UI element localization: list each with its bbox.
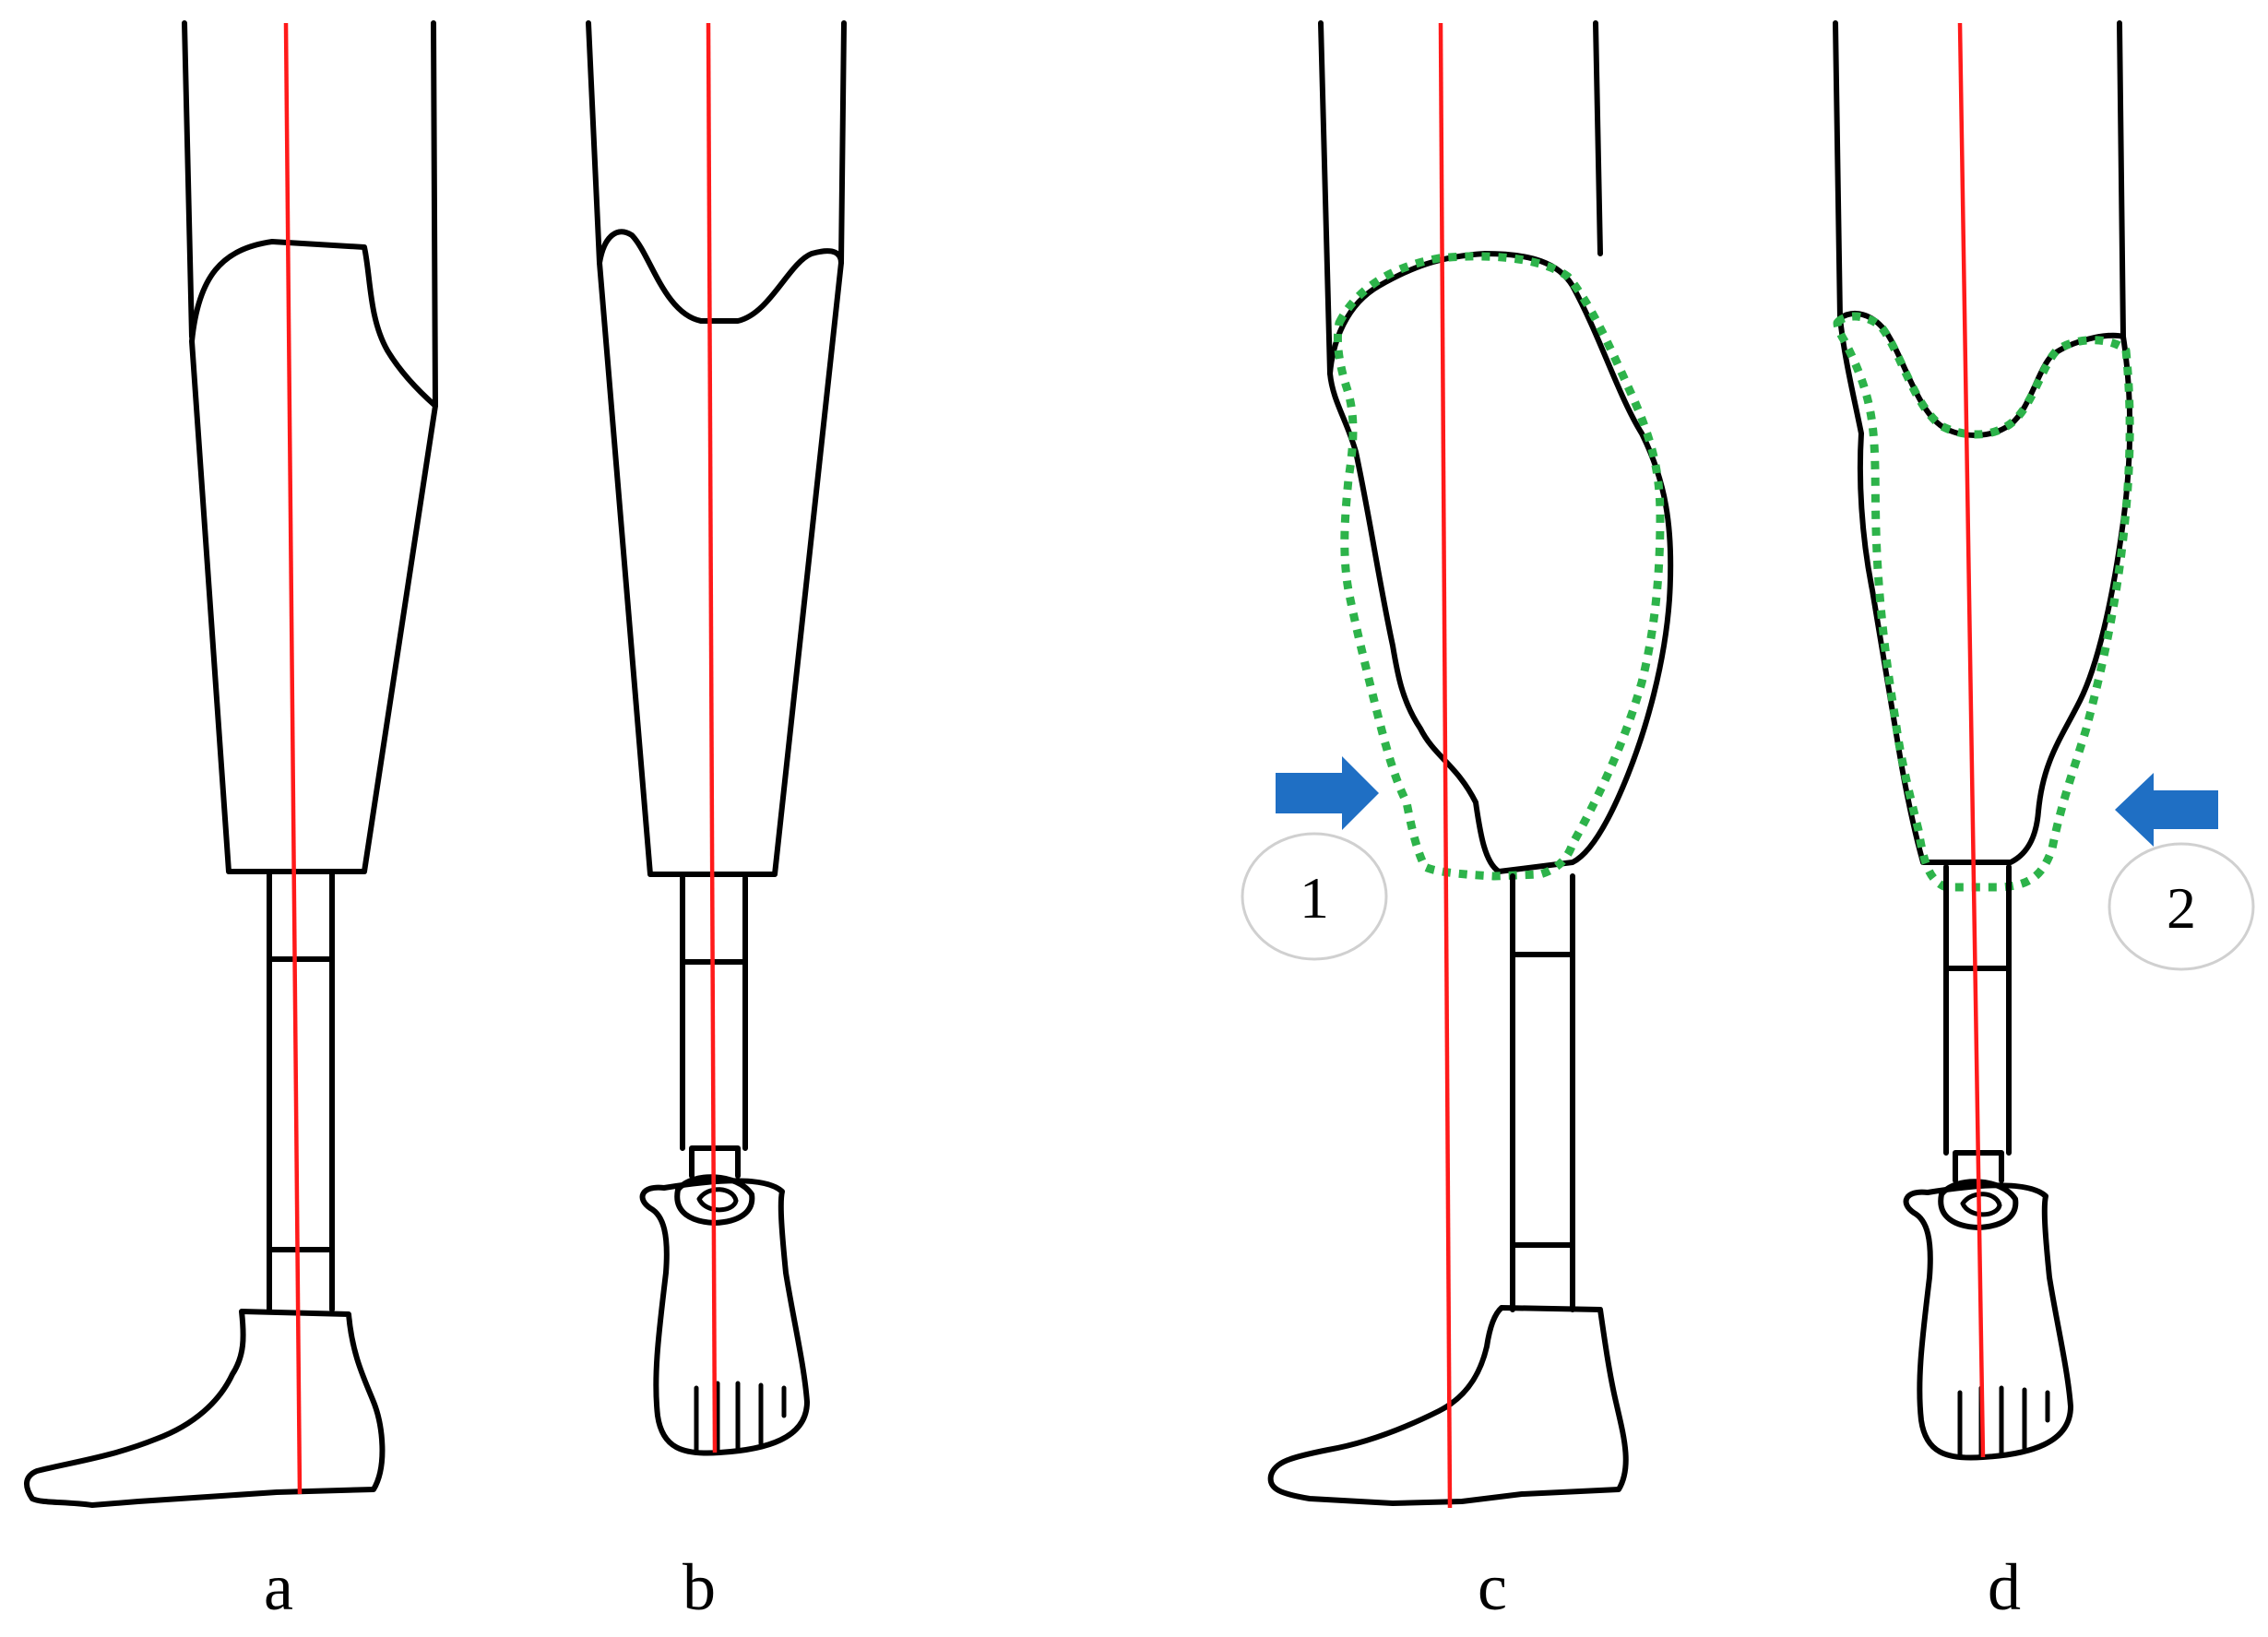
toes-b (694, 1381, 787, 1455)
arrow-left-icon (2115, 773, 2218, 847)
socket-c (1327, 251, 1674, 874)
marker-1-label: 1 (1300, 865, 1329, 931)
thigh-outline-a-right (431, 20, 438, 409)
socket-outline-d (1833, 312, 2134, 892)
pylon-c (1510, 873, 1575, 1312)
panel-label-d: d (1988, 1550, 2021, 1624)
foot-a (24, 1309, 386, 1508)
thigh-outline-d (1833, 20, 2126, 339)
panel-d (1833, 20, 2134, 1461)
socket-b (597, 229, 844, 877)
foot-b (639, 1178, 810, 1456)
panel-label-c: c (1478, 1550, 1507, 1624)
socket-a (189, 239, 438, 874)
marker-1: 1 (1241, 756, 1388, 961)
ankle-adapter-inner-b (696, 1187, 739, 1213)
panel-c (1267, 20, 1674, 1509)
pylon-a (267, 872, 335, 1312)
arrow-right-icon (1276, 756, 1379, 830)
thigh-outline-a (182, 20, 195, 339)
thigh-outline-b (586, 20, 847, 266)
marker-1-circle (1241, 832, 1388, 961)
ankle-adapter-d (1938, 1179, 2019, 1230)
foot-d (1903, 1182, 2073, 1461)
ankle-adapter-b (674, 1174, 755, 1226)
panel-b (586, 20, 847, 1456)
panel-a (24, 20, 438, 1508)
socket-outline-c (1333, 252, 1665, 881)
panel-label-b: b (683, 1550, 716, 1624)
ankle-adapter-inner-d (1960, 1192, 2002, 1217)
thigh-outline-c (1318, 20, 1603, 376)
alignment-axis-a (283, 22, 303, 1495)
marker-2-circle (2108, 842, 2255, 971)
alignment-axis-b (706, 22, 718, 1453)
pylon-d (1943, 864, 2012, 1183)
marker-2: 2 (2108, 773, 2255, 971)
marker-2-label: 2 (2167, 875, 2196, 941)
panel-label-a: a (264, 1550, 293, 1624)
foot-c (1267, 1305, 1629, 1506)
socket-d (1837, 311, 2133, 865)
alignment-axis-d (1957, 22, 1986, 1458)
alignment-axis-c (1438, 22, 1453, 1509)
